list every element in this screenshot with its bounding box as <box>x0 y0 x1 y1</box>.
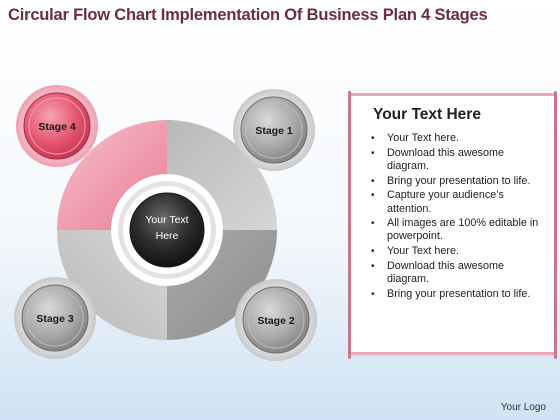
stage-3-label: Stage 3 <box>36 313 74 325</box>
list-item: • Download this awesome diagram. <box>361 147 547 173</box>
list-item-text: Download this awesome diagram. <box>387 146 505 172</box>
bullet-icon: • <box>371 246 375 258</box>
list-item-text: Bring your presentation to life. <box>387 174 531 187</box>
stage-4-node[interactable]: Stage 4 <box>16 85 98 167</box>
bullet-icon: • <box>371 133 375 144</box>
list-item-text: Bring your presentation to life. <box>387 287 531 300</box>
bullet-icon: • <box>371 218 375 230</box>
list-item-text: Capture your audience’s attention. <box>387 189 504 215</box>
stage-4-label: Stage 4 <box>38 121 76 133</box>
list-item: • Your Text here. <box>361 245 547 258</box>
stage-1-label: Stage 1 <box>255 125 293 137</box>
list-item-text: Your Text here. <box>387 132 460 144</box>
bullet-icon: • <box>371 175 375 187</box>
bullet-icon: • <box>371 260 375 272</box>
bullet-icon: • <box>371 190 375 202</box>
page-title: Circular Flow Chart Implementation Of Bu… <box>8 6 488 24</box>
bullet-icon: • <box>371 288 375 300</box>
list-item: • Bring your presentation to life. <box>361 175 547 188</box>
bullet-icon: • <box>371 147 375 159</box>
center-text-line2: Here <box>156 230 179 242</box>
text-panel-heading: Your Text Here <box>373 106 481 123</box>
stage-2-node[interactable]: Stage 2 <box>235 279 317 361</box>
stage-2-label: Stage 2 <box>257 315 295 327</box>
list-item-text: All images are 100% editable in powerpoi… <box>387 217 539 243</box>
center-hub[interactable] <box>129 192 205 268</box>
logo-text: Your Logo <box>500 402 546 413</box>
text-panel: Your Text Here • Your Text here. • Downloa… <box>348 91 557 359</box>
stage-1-node[interactable]: Stage 1 <box>233 89 315 171</box>
list-item: • Bring your presentation to life. <box>361 288 547 301</box>
list-item-text: Download this awesome diagram. <box>387 259 505 286</box>
list-item-text: Your Text here. <box>387 245 460 258</box>
list-item: • All images are 100% editable in powerpo… <box>361 217 547 243</box>
stage-3-node[interactable]: Stage 3 <box>14 277 96 359</box>
list-item: • Your Text here. <box>361 132 547 145</box>
list-item: • Capture your audience’s attention. <box>361 189 547 215</box>
text-panel-list: • Your Text here. • Download this awesome … <box>361 132 547 302</box>
list-item: • Download this awesome diagram. <box>361 260 547 286</box>
circular-flow-diagram: Your Text Here Stage 1 Stage 2 Stage 3 S… <box>14 85 317 361</box>
center-text-line1: Your Text <box>145 214 188 226</box>
